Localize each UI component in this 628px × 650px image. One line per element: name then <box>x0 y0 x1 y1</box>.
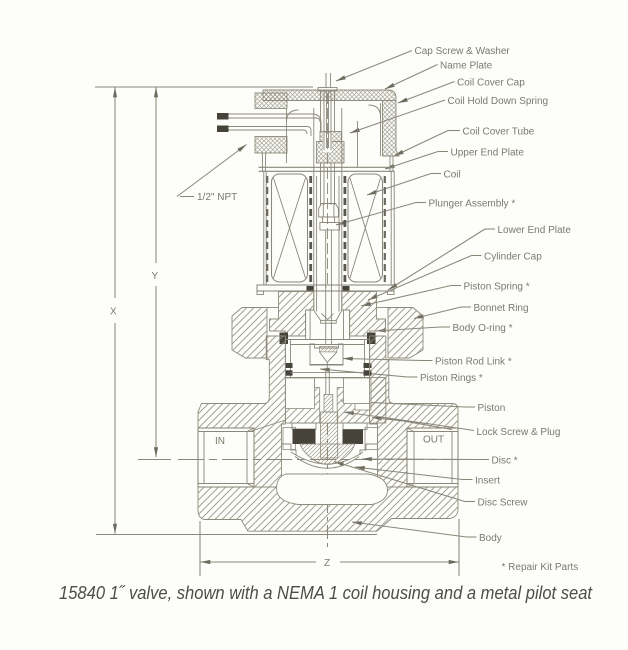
svg-text:Disc *: Disc * <box>492 456 518 467</box>
svg-text:Cap Screw & Washer: Cap Screw & Washer <box>415 46 511 57</box>
svg-text:Cylinder Cap: Cylinder Cap <box>484 252 542 263</box>
svg-text:Coil Cover Tube: Coil Cover Tube <box>463 127 535 138</box>
svg-text:Piston Spring *: Piston Spring * <box>464 282 530 293</box>
svg-text:Y: Y <box>152 271 159 282</box>
svg-text:Z: Z <box>324 558 330 569</box>
svg-text:Name Plate: Name Plate <box>440 61 493 72</box>
svg-text:Plunger Assembly *: Plunger Assembly * <box>429 199 516 210</box>
svg-text:IN: IN <box>215 436 225 447</box>
svg-text:Lower End Plate: Lower End Plate <box>498 225 572 236</box>
svg-text:Upper End Plate: Upper End Plate <box>451 148 525 159</box>
svg-text:* Repair Kit Parts: * Repair Kit Parts <box>502 562 579 573</box>
svg-text:Lock Screw & Plug: Lock Screw & Plug <box>477 427 561 438</box>
svg-text:Bonnet Ring: Bonnet Ring <box>474 303 529 314</box>
svg-text:Disc Screw: Disc Screw <box>478 498 529 509</box>
svg-text:Insert: Insert <box>475 476 500 487</box>
svg-text:Piston: Piston <box>478 403 506 414</box>
svg-text:Coil: Coil <box>444 170 461 181</box>
svg-text:1/2" NPT: 1/2" NPT <box>197 192 237 203</box>
svg-text:Coil Cover Cap: Coil Cover Cap <box>457 78 525 89</box>
svg-text:Body: Body <box>479 533 502 544</box>
svg-text:OUT: OUT <box>423 435 444 446</box>
svg-text:Piston Rings *: Piston Rings * <box>420 373 483 384</box>
svg-text:X: X <box>110 307 117 318</box>
svg-text:Coil Hold Down Spring: Coil Hold Down Spring <box>448 96 549 107</box>
svg-text:15840 1˝ valve, shown with a N: 15840 1˝ valve, shown with a NEMA 1 coil… <box>59 583 593 603</box>
svg-text:Body O-ring *: Body O-ring * <box>453 323 513 334</box>
svg-text:Piston Rod Link *: Piston Rod Link * <box>435 357 512 368</box>
